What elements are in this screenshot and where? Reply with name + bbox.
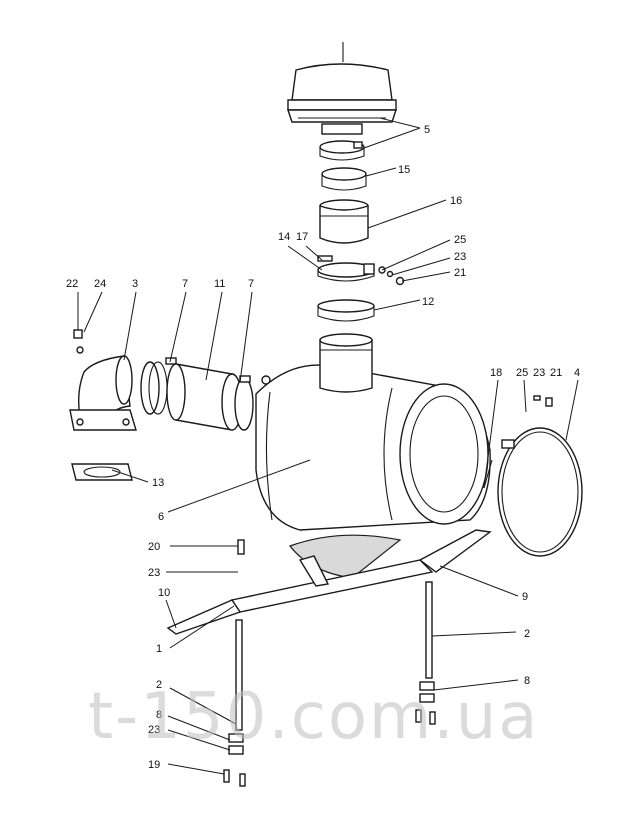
callout-8-right: 8 <box>524 675 530 687</box>
callout-21-top: 21 <box>454 267 466 279</box>
callout-16: 16 <box>450 195 462 207</box>
callout-19: 19 <box>148 759 160 771</box>
callout-13: 13 <box>152 477 164 489</box>
callout-23-top: 23 <box>454 251 466 263</box>
callout-5: 5 <box>424 124 430 136</box>
leader-lines <box>77 117 579 775</box>
callout-20: 20 <box>148 541 160 553</box>
hose-clamp-left <box>140 357 177 415</box>
callout-15: 15 <box>398 164 410 176</box>
callout-17: 17 <box>296 231 308 243</box>
mounting-band <box>483 395 583 557</box>
callout-24: 24 <box>94 278 106 290</box>
callout-23-right: 23 <box>533 367 545 379</box>
callout-25-right: 25 <box>516 367 528 379</box>
elbow-pipe <box>69 329 137 431</box>
callout-9: 9 <box>522 591 528 603</box>
callout-10: 10 <box>158 587 170 599</box>
callout-23-bottom: 23 <box>148 724 160 736</box>
rubber-hose <box>166 363 243 431</box>
cap-clamp <box>319 140 365 161</box>
pipe-clamp <box>317 255 405 286</box>
callout-2-left: 2 <box>156 679 162 691</box>
pre-cleaner-cap <box>287 42 397 135</box>
callout-1: 1 <box>156 643 162 655</box>
callout-21-right: 21 <box>550 367 562 379</box>
callout-2-right: 2 <box>524 628 530 640</box>
callout-12: 12 <box>422 296 434 308</box>
callout-7-right: 7 <box>248 278 254 290</box>
intake-pipe <box>319 199 369 244</box>
support-rods <box>223 539 436 787</box>
flange-gasket <box>71 463 133 481</box>
sleeve-ring <box>321 167 367 191</box>
callout-18: 18 <box>490 367 502 379</box>
air-cleaner-body <box>255 333 491 531</box>
callout-22: 22 <box>66 278 78 290</box>
callout-6: 6 <box>158 511 164 523</box>
callout-11: 11 <box>214 278 225 290</box>
callout-8-left: 8 <box>156 709 162 721</box>
callout-3: 3 <box>132 278 138 290</box>
callout-25-top: 25 <box>454 234 466 246</box>
site-watermark: t-150.com.ua <box>88 680 540 754</box>
callout-7-left: 7 <box>182 278 188 290</box>
callout-23-mid: 23 <box>148 567 160 579</box>
support-cradle <box>166 529 492 635</box>
callout-4: 4 <box>574 367 580 379</box>
callout-labels: 5 15 16 14 17 25 23 21 12 22 24 3 7 11 7… <box>66 124 580 771</box>
callout-14: 14 <box>278 231 290 243</box>
hose-clamp-right <box>234 375 271 431</box>
band-12 <box>317 299 375 322</box>
